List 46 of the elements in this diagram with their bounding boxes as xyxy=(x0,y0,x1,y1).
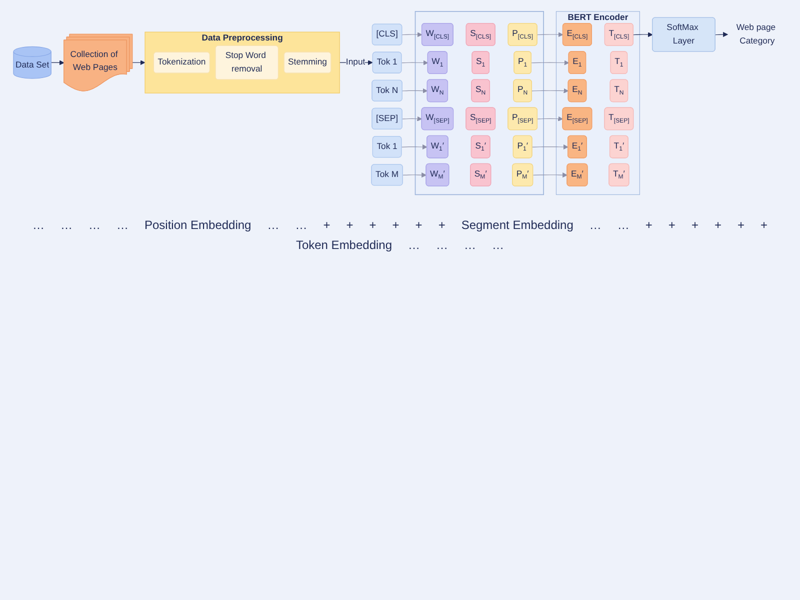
arrow xyxy=(402,32,422,38)
diagram-label: + xyxy=(759,217,768,234)
diagram-label: … xyxy=(491,237,506,254)
arrow xyxy=(537,32,564,38)
arrow xyxy=(402,88,428,94)
diagram-label: + xyxy=(667,217,676,234)
diagram-label: … xyxy=(294,217,308,234)
diagram-label: Position Embedding xyxy=(144,217,252,234)
arrow xyxy=(402,116,422,122)
diagram-label: … xyxy=(463,237,478,254)
diagram-label: … xyxy=(116,217,130,234)
arrow xyxy=(532,144,568,150)
diagram-label: + xyxy=(437,217,446,234)
diagram-label: … xyxy=(435,237,450,254)
diagram-label: + xyxy=(736,217,746,234)
diagram-label: … xyxy=(616,217,630,234)
diagram-label: + xyxy=(391,217,400,234)
diagram-label: … xyxy=(60,217,74,234)
arrow xyxy=(132,60,146,66)
diagram-label: + xyxy=(414,217,424,234)
arrow xyxy=(401,144,428,150)
diagram-label: … xyxy=(32,217,46,234)
diagram-label: … xyxy=(88,217,102,234)
diagram-label: Segment Embedding xyxy=(460,217,574,234)
diagram-label: + xyxy=(368,217,378,234)
arrow xyxy=(50,60,64,66)
diagram-label: + xyxy=(644,217,654,234)
edge-label: Input xyxy=(346,57,366,68)
diagram-label: + xyxy=(322,217,332,234)
diagram-label: + xyxy=(690,217,700,234)
diagram-label: … xyxy=(588,217,602,234)
arrow xyxy=(531,60,570,66)
arrow xyxy=(532,172,568,178)
arrow xyxy=(537,116,564,122)
arrow xyxy=(532,88,569,94)
arrow xyxy=(633,32,653,38)
arrow xyxy=(401,60,428,66)
arrow xyxy=(402,172,427,178)
diagram-label: … xyxy=(266,217,280,234)
diagram-label: + xyxy=(713,217,722,234)
cluster xyxy=(414,11,544,196)
diagram-label: Token Embedding xyxy=(294,237,394,254)
diagram-label: + xyxy=(345,217,354,234)
diagram-label: … xyxy=(407,237,422,254)
node-text: Web page Category xyxy=(736,22,776,46)
arrow xyxy=(715,32,728,38)
